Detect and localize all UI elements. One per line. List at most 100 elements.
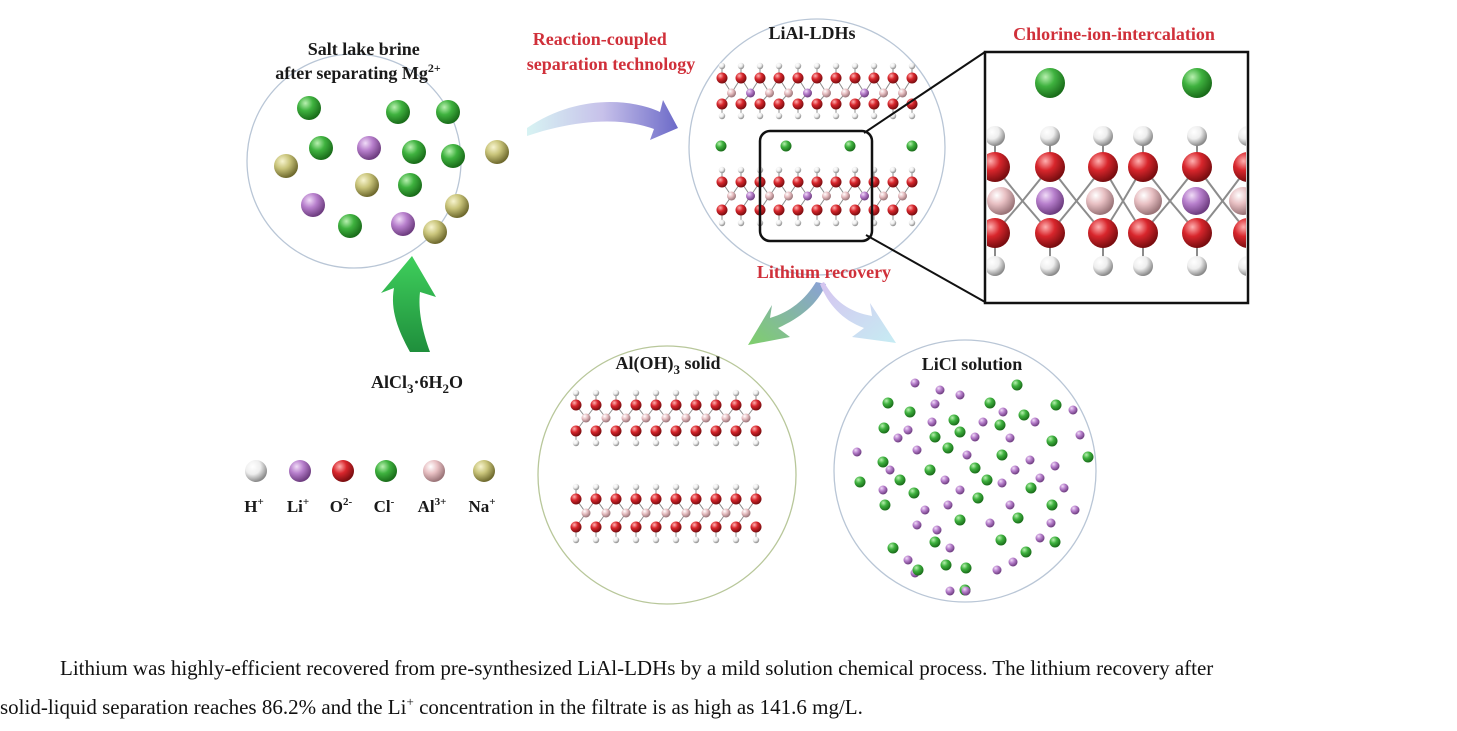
al-atom <box>822 88 831 98</box>
cl-ion <box>1046 435 1058 447</box>
o-atom <box>570 399 582 411</box>
o-atom <box>610 399 622 411</box>
cl-ion <box>995 534 1007 546</box>
o-atom <box>792 98 804 110</box>
li-ion <box>893 433 903 443</box>
h-atom <box>712 483 720 491</box>
h-atom <box>612 439 620 447</box>
legend-hydrogen-swatch <box>245 460 267 482</box>
zoom-line-top <box>863 51 986 134</box>
o-atom <box>830 98 842 110</box>
li-ion <box>1035 533 1045 543</box>
h-atom <box>592 439 600 447</box>
al-atom <box>681 508 691 518</box>
h-atom <box>672 483 680 491</box>
arrow-to-licl <box>820 282 896 343</box>
h-atom <box>889 219 897 227</box>
brine-title: Salt lake brine after separating Mg2+ <box>275 39 441 83</box>
o-atom <box>906 176 918 188</box>
cl-ion <box>940 559 952 571</box>
li-atom <box>746 191 755 201</box>
o-atom <box>1088 218 1118 248</box>
cl-ion <box>882 397 894 409</box>
li-ion <box>301 193 325 217</box>
h-atom <box>813 62 821 70</box>
h-atom <box>718 112 726 120</box>
o-atom <box>570 493 582 505</box>
h-atom <box>775 166 783 174</box>
li-ion <box>998 407 1008 417</box>
li-ion <box>955 390 965 400</box>
al-atom <box>721 413 731 423</box>
o-atom <box>730 399 742 411</box>
cl-ion <box>1050 399 1062 411</box>
li-ion <box>1008 557 1018 567</box>
o-atom <box>750 493 762 505</box>
al-atom <box>701 508 711 518</box>
h-atom <box>672 536 680 544</box>
li-ion <box>1068 405 1078 415</box>
na-ion <box>355 173 379 197</box>
al-atom <box>661 508 671 518</box>
lial-ldh-lattice <box>715 62 918 227</box>
h-atom <box>632 536 640 544</box>
cl-ion <box>1046 499 1058 511</box>
cl-ion <box>309 136 333 160</box>
li-ion <box>903 425 913 435</box>
o-atom <box>1182 152 1212 182</box>
al-atom <box>727 191 736 201</box>
o-atom <box>590 521 602 533</box>
na-ion <box>445 194 469 218</box>
o-atom <box>887 98 899 110</box>
h-atom <box>737 62 745 70</box>
li-ion <box>1070 505 1080 515</box>
h-atom <box>813 166 821 174</box>
legend-oxygen-label: O2- <box>330 496 353 516</box>
o-atom <box>590 493 602 505</box>
h-atom <box>1133 256 1153 276</box>
chlorine-intercalation-label: Chlorine-ion-intercalation <box>1013 24 1215 44</box>
cl-ion <box>441 144 465 168</box>
h-atom <box>732 439 740 447</box>
legend-sodium-swatch <box>473 460 495 482</box>
lithium-recovery-label: Lithium recovery <box>757 262 891 282</box>
al-atom <box>601 508 611 518</box>
o-atom <box>754 72 766 84</box>
h-atom <box>1040 126 1060 146</box>
al-atom <box>581 413 591 423</box>
o-atom <box>610 425 622 437</box>
o-atom <box>1128 218 1158 248</box>
cl-ion <box>942 442 954 454</box>
o-atom <box>849 98 861 110</box>
na-ion <box>423 220 447 244</box>
h-atom <box>692 483 700 491</box>
cl-ion <box>954 514 966 526</box>
cl-ion <box>954 426 966 438</box>
al-atom <box>784 191 793 201</box>
o-atom <box>811 204 823 216</box>
o-atom <box>1035 218 1065 248</box>
cl-ion <box>948 414 960 426</box>
o-atom <box>906 72 918 84</box>
li-ion <box>930 399 940 409</box>
o-atom <box>754 98 766 110</box>
h-atom <box>1187 256 1207 276</box>
o-atom <box>887 204 899 216</box>
cl-ion <box>906 140 918 152</box>
cl-ion <box>780 140 792 152</box>
o-atom <box>830 176 842 188</box>
o-atom <box>570 425 582 437</box>
o-atom <box>735 72 747 84</box>
h-atom <box>832 62 840 70</box>
li-ion <box>985 518 995 528</box>
o-atom <box>730 493 742 505</box>
cl-ion <box>887 542 899 554</box>
o-atom <box>868 176 880 188</box>
li-ion <box>1046 518 1056 528</box>
reaction-label: Reaction-coupled separation technology <box>527 29 696 74</box>
li-atom <box>1182 187 1210 215</box>
o-atom <box>792 176 804 188</box>
h-atom <box>712 536 720 544</box>
li-ion <box>912 520 922 530</box>
cl-ion <box>972 492 984 504</box>
